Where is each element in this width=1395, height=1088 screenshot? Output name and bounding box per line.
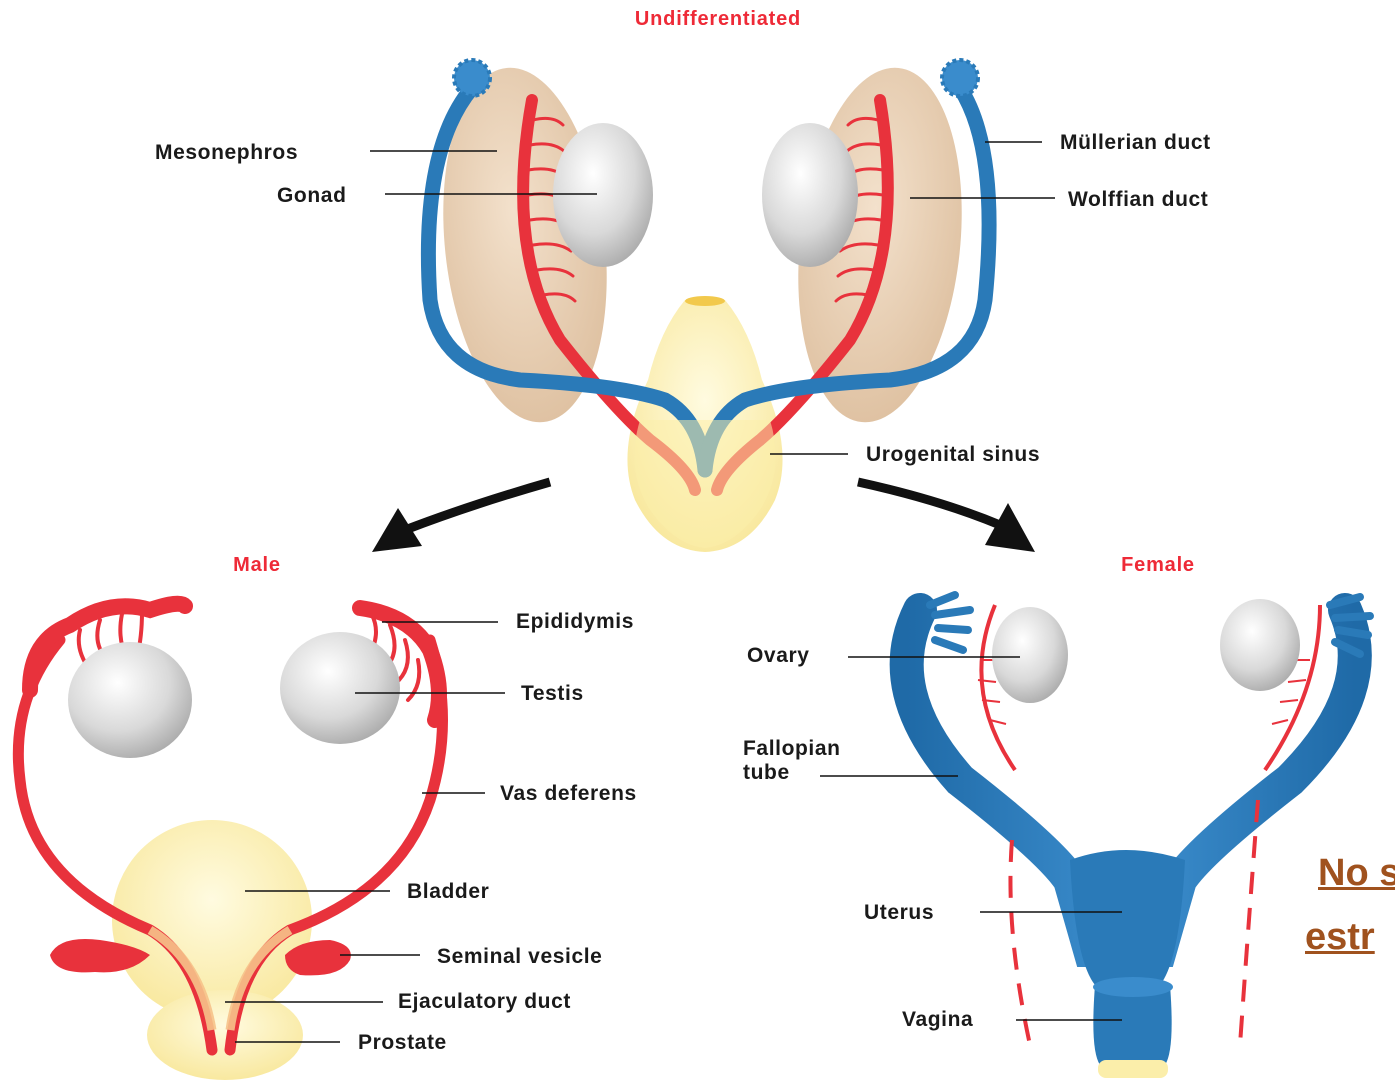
label-gonad: Gonad xyxy=(277,184,347,207)
mullerian-fimbria-right xyxy=(942,60,978,96)
wolffian-remnant-left-lower xyxy=(1010,840,1030,1045)
vaginal-opening xyxy=(1098,1060,1168,1078)
uterus xyxy=(1070,850,1185,985)
ovary-right xyxy=(1220,599,1300,691)
label-vagina: Vagina xyxy=(902,1008,973,1031)
mullerian-fimbria-left xyxy=(454,60,490,96)
title-undifferentiated: Undifferentiated xyxy=(635,8,801,30)
arrow-to-male xyxy=(372,482,550,552)
prostate xyxy=(147,990,303,1080)
testis-right xyxy=(280,632,400,744)
testis-left xyxy=(68,642,192,758)
cervix xyxy=(1093,977,1173,997)
ovary-left xyxy=(992,607,1068,703)
label-fallopian-line2: tube xyxy=(743,761,790,784)
gonad-left xyxy=(553,123,653,267)
female-structure xyxy=(907,595,1370,1078)
arrow-to-female xyxy=(858,482,1035,552)
sinus-opening xyxy=(685,296,725,306)
bladder xyxy=(112,820,312,1020)
label-ovary: Ovary xyxy=(747,644,810,667)
male-structure xyxy=(18,604,442,1080)
label-bladder: Bladder xyxy=(407,880,489,903)
label-mesonephros: Mesonephros xyxy=(155,141,298,164)
vagina xyxy=(1093,985,1171,1065)
title-female: Female xyxy=(1121,554,1195,576)
side-text-line2: estr xyxy=(1305,916,1375,959)
label-mullerian-duct: Müllerian duct xyxy=(1060,131,1211,154)
undifferentiated-structure xyxy=(427,60,989,552)
label-wolffian-duct: Wolffian duct xyxy=(1068,188,1208,211)
label-uterus: Uterus xyxy=(864,901,934,924)
label-epididymis: Epididymis xyxy=(516,610,634,633)
title-male: Male xyxy=(233,554,281,576)
label-vas-deferens: Vas deferens xyxy=(500,782,637,805)
gonad-right xyxy=(762,123,858,267)
label-ejaculatory-duct: Ejaculatory duct xyxy=(398,990,571,1013)
label-prostate: Prostate xyxy=(358,1031,447,1054)
side-text-line1: No s xyxy=(1318,852,1395,895)
label-urogenital-sinus: Urogenital sinus xyxy=(866,443,1040,466)
label-testis: Testis xyxy=(521,682,584,705)
label-fallopian-line1: Fallopian xyxy=(743,737,841,760)
label-seminal-vesicle: Seminal vesicle xyxy=(437,945,602,968)
